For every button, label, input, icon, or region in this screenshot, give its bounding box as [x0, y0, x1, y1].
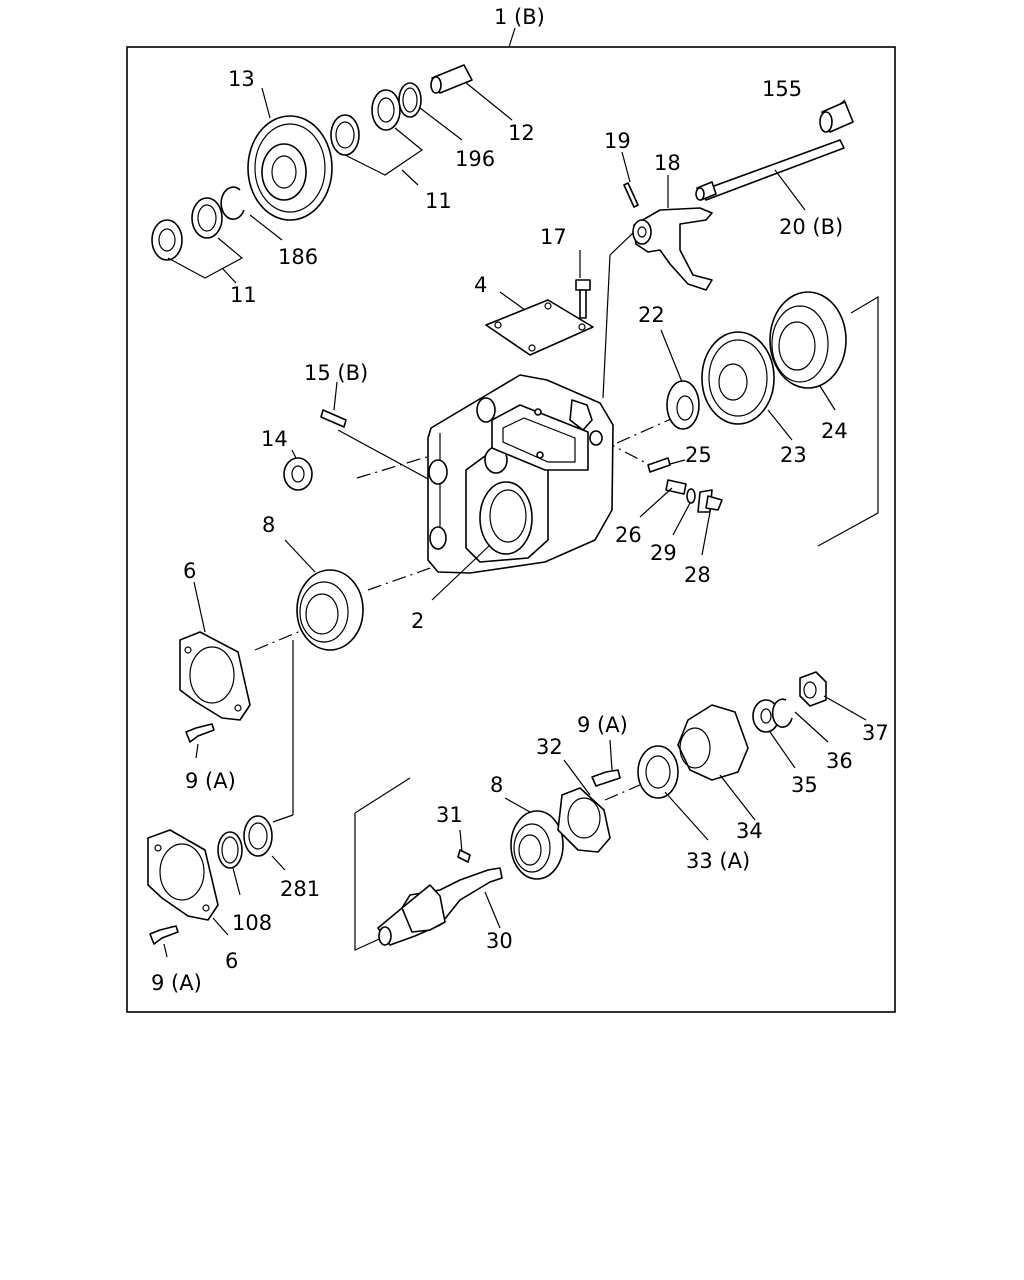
- gear-13: [247, 115, 333, 221]
- key-31: [457, 849, 471, 863]
- pin-25: [647, 457, 671, 473]
- shift-shaft: [695, 139, 845, 201]
- label-9a-upper: 9 (A): [185, 769, 236, 793]
- ring-36: [771, 698, 793, 728]
- ring-281: [243, 815, 273, 857]
- label-34: 34: [736, 819, 763, 843]
- bearing-set-left: [151, 197, 223, 261]
- spacer-14: [283, 457, 313, 491]
- bolt-upper: [185, 723, 215, 743]
- label-32: 32: [536, 735, 563, 759]
- label-12: 12: [508, 121, 535, 145]
- output-shaft: [377, 867, 503, 946]
- pin-12: [430, 64, 473, 94]
- housing: [427, 374, 614, 574]
- sleeve-24: [769, 291, 847, 389]
- bolt-mid: [591, 769, 621, 787]
- pin-15: [320, 409, 347, 428]
- label-6-upper: 6: [183, 559, 196, 583]
- cover-plate: [485, 299, 594, 356]
- bearing-set-right: [330, 89, 401, 156]
- label-6-lower: 6: [225, 949, 238, 973]
- label-1b: 1 (B): [494, 5, 545, 29]
- bolt-28: [697, 489, 723, 513]
- oil-seal-33: [637, 745, 679, 799]
- output-flange-34: [677, 704, 749, 781]
- label-20b: 20 (B): [779, 215, 843, 239]
- label-17: 17: [540, 225, 567, 249]
- bolt-17: [575, 279, 591, 319]
- spring-26: [665, 479, 687, 495]
- bolt-lower: [149, 925, 179, 945]
- label-22: 22: [638, 303, 665, 327]
- label-29: 29: [650, 541, 677, 565]
- label-9a-lower: 9 (A): [151, 971, 202, 995]
- label-19: 19: [604, 129, 631, 153]
- label-281: 281: [280, 877, 320, 901]
- label-13: 13: [228, 67, 255, 91]
- label-9a-mid: 9 (A): [577, 713, 628, 737]
- label-108: 108: [232, 911, 272, 935]
- label-30: 30: [486, 929, 513, 953]
- plug-155: [819, 101, 854, 133]
- label-26: 26: [615, 523, 642, 547]
- label-15b: 15 (B): [304, 361, 368, 385]
- washer-22: [666, 380, 700, 430]
- retainer-32: [557, 787, 611, 853]
- label-24: 24: [821, 419, 848, 443]
- pin-19: [623, 182, 639, 208]
- bearing-upper: [296, 569, 364, 651]
- label-8-upper: 8: [262, 513, 275, 537]
- label-25: 25: [685, 443, 712, 467]
- label-2: 2: [411, 609, 424, 633]
- ring-186: [220, 186, 245, 220]
- label-18: 18: [654, 151, 681, 175]
- washer-29: [686, 488, 696, 504]
- label-36: 36: [826, 749, 853, 773]
- assembly-frame: [126, 46, 896, 1013]
- flange-lower: [147, 829, 219, 921]
- label-35: 35: [791, 773, 818, 797]
- nut-37: [799, 671, 827, 707]
- label-196: 196: [455, 147, 495, 171]
- label-28: 28: [684, 563, 711, 587]
- label-31: 31: [436, 803, 463, 827]
- label-155: 155: [762, 77, 802, 101]
- label-37: 37: [862, 721, 889, 745]
- label-11-left: 11: [230, 283, 257, 307]
- bearing-lower: [510, 810, 564, 880]
- label-11-right: 11: [425, 189, 452, 213]
- label-33a: 33 (A): [686, 849, 750, 873]
- label-186: 186: [278, 245, 318, 269]
- label-23: 23: [780, 443, 807, 467]
- label-14: 14: [261, 427, 288, 451]
- label-4: 4: [474, 273, 487, 297]
- shift-fork: [632, 207, 713, 291]
- label-8-lower: 8: [490, 773, 503, 797]
- gear-23: [701, 331, 775, 425]
- ring-196: [398, 82, 422, 118]
- flange-upper: [179, 631, 251, 721]
- ring-108: [217, 831, 243, 869]
